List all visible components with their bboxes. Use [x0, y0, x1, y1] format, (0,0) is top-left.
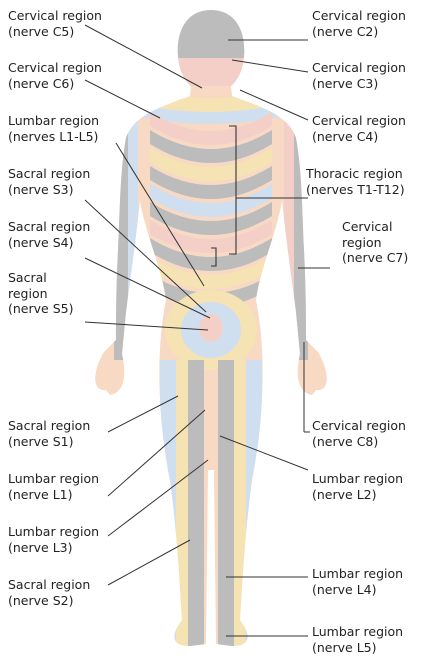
label-thoracic: Thoracic region(nerves T1-T12)	[306, 166, 405, 197]
label-s1: Sacral region(nerve S1)	[8, 418, 90, 449]
label-c6: Cervical region(nerve C6)	[8, 60, 102, 91]
label-s2: Sacral region(nerve S2)	[8, 577, 90, 608]
label-c5: Cervical region(nerve C5)	[8, 8, 102, 39]
label-l5: Lumbar region(nerve L5)	[312, 624, 403, 655]
label-c4: Cervical region(nerve C4)	[312, 113, 406, 144]
label-c3: Cervical region(nerve C3)	[312, 60, 406, 91]
label-l3: Lumbar region(nerve L3)	[8, 524, 99, 555]
label-lumbar-l1-l5: Lumbar region(nerves L1-L5)	[8, 113, 99, 144]
label-s4: Sacral region(nerve S4)	[8, 219, 90, 250]
label-l2: Lumbar region(nerve L2)	[312, 471, 403, 502]
label-l1: Lumbar region(nerve L1)	[8, 471, 99, 502]
label-l4: Lumbar region(nerve L4)	[312, 566, 403, 597]
label-c2: Cervical region(nerve C2)	[312, 8, 406, 39]
label-c8: Cervical region(nerve C8)	[312, 418, 406, 449]
label-s3: Sacral region(nerve S3)	[8, 166, 90, 197]
